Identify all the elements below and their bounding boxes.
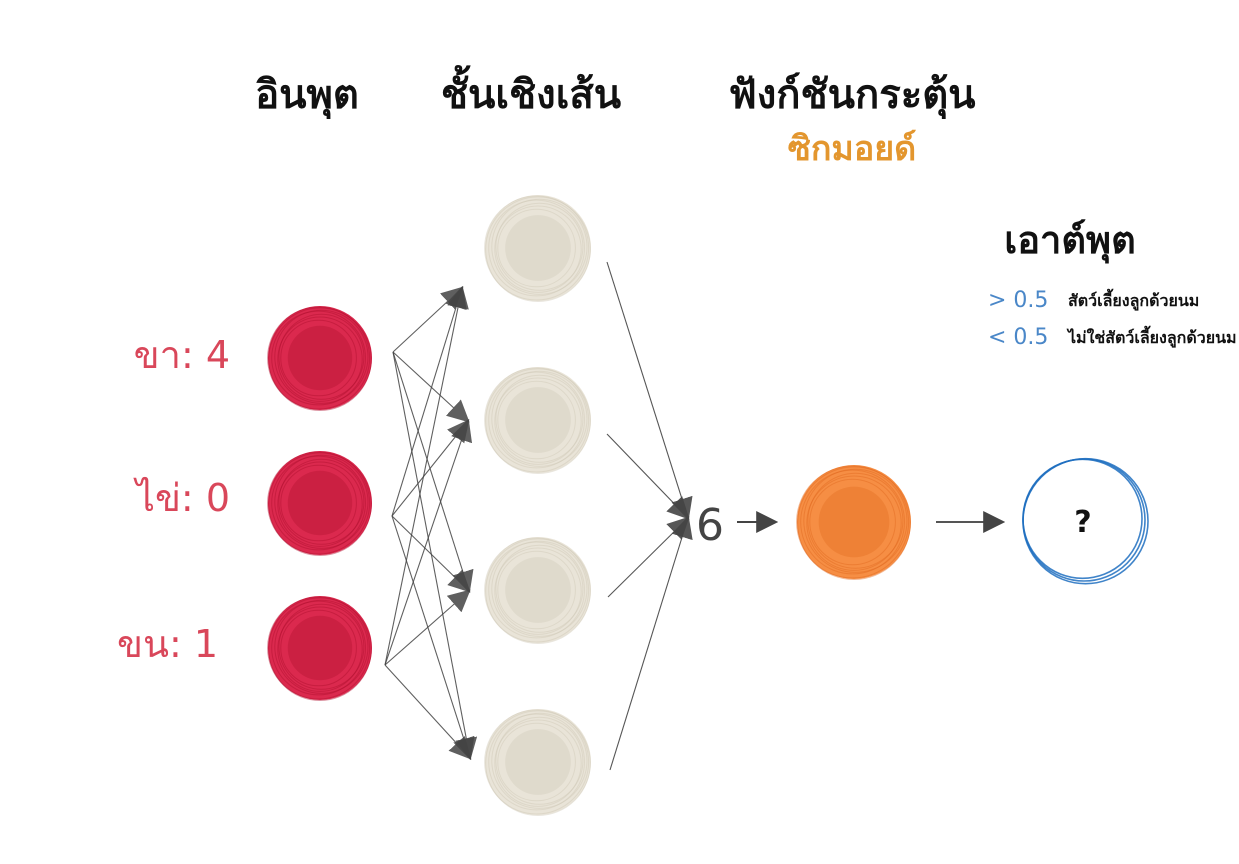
header-linear-layer: ชั้นเชิงเส้น	[441, 65, 621, 118]
input-label-eggs: ไข่: 0	[133, 476, 230, 520]
edge-input-2-hidden-3	[384, 664, 472, 760]
edge-input-1-hidden-1	[391, 419, 470, 517]
output-title: เอาต์พุต	[1004, 218, 1136, 264]
edge-input-2-hidden-0	[384, 285, 469, 666]
edge-input-1-hidden-3	[391, 515, 475, 761]
rule-less-label: ไม่ใช่สัตว์เลี้ยงลูกด้วยนม	[1066, 325, 1237, 349]
edge-hidden-0-sum	[606, 261, 693, 521]
input-to-hidden-connections	[384, 285, 478, 761]
activation-node	[796, 465, 911, 581]
output-node-question-mark: ?	[1074, 505, 1091, 540]
edge-hidden-1-sum	[606, 433, 690, 520]
activation-node-circle	[796, 465, 911, 581]
edge-input-2-hidden-1	[384, 418, 473, 666]
edge-input-1-hidden-0	[391, 285, 467, 517]
hidden-to-sum-connections	[606, 261, 693, 771]
input-label-legs: ขา: 4	[134, 333, 230, 377]
edge-input-2-hidden-2	[384, 589, 471, 666]
output-node	[1022, 457, 1149, 585]
hidden-node-3	[484, 709, 591, 817]
output-node-ring-2	[1022, 457, 1149, 585]
input-nodes	[267, 306, 372, 702]
header-input: อินพุต	[255, 72, 359, 120]
edge-hidden-3-sum	[609, 515, 693, 771]
linear-output-value: 6	[696, 500, 724, 551]
input-label-fur: ขน: 1	[117, 622, 218, 666]
input-node-2	[267, 596, 372, 702]
hidden-node-2	[484, 537, 591, 645]
hidden-nodes	[484, 195, 591, 817]
rule-less-symbol: < 0.5	[988, 325, 1048, 350]
header-activation-function: ฟังก์ชันกระตุ้น	[728, 72, 975, 120]
rule-greater-label: สัตว์เลี้ยงลูกด้วยนม	[1068, 288, 1199, 312]
input-node-0	[267, 306, 372, 412]
edge-input-0-hidden-2	[392, 351, 474, 594]
edge-input-0-hidden-1	[392, 351, 470, 423]
hidden-node-1	[484, 367, 591, 475]
edge-input-1-hidden-2	[391, 515, 471, 593]
input-node-1	[267, 451, 372, 557]
activation-function-name: ซิกมอยด์	[788, 129, 917, 169]
rule-greater-symbol: > 0.5	[988, 288, 1048, 313]
hidden-node-0	[484, 195, 591, 302]
